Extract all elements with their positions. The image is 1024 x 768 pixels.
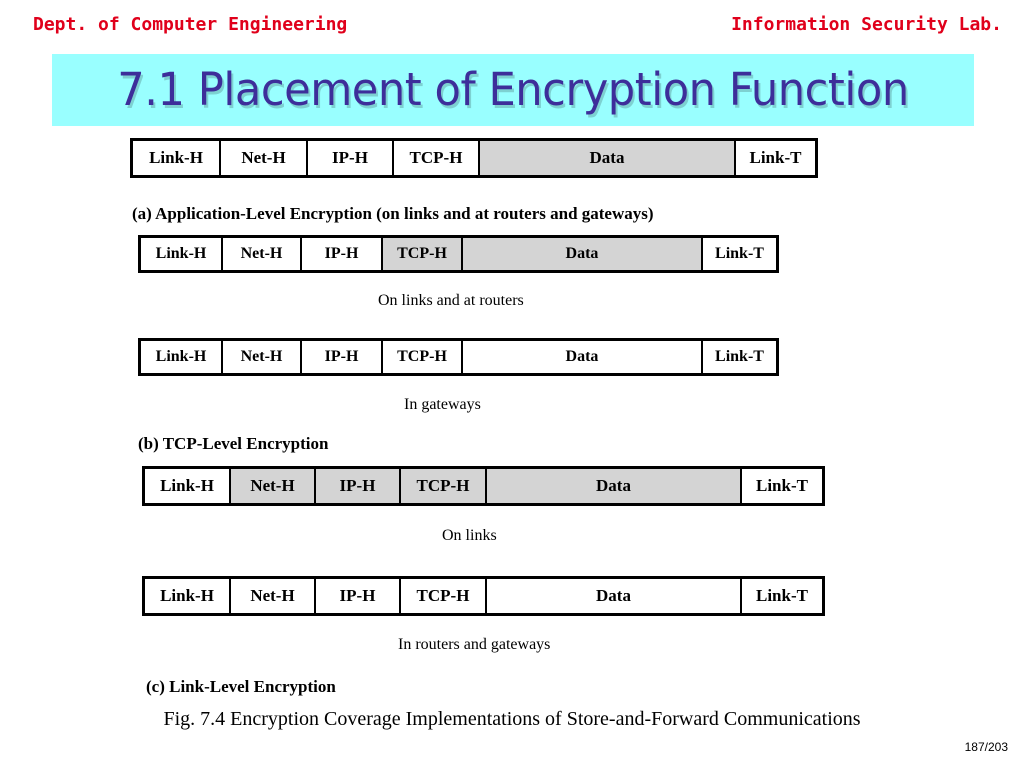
field-ip-h: IP-H [316,579,401,613]
header-department: Dept. of Computer Engineering [33,14,348,35]
field-net-h: Net-H [231,579,316,613]
slide-title: 7.1 Placement of Encryption Function [117,63,909,116]
packet-link-level-routers: Link-H Net-H IP-H TCP-H Data Link-T [142,576,825,616]
field-net-h: Net-H [223,238,302,270]
caption-links-routers: On links and at routers [378,292,524,309]
caption-links: On links [442,527,497,544]
field-link-t: Link-T [715,245,764,262]
field-tcp-h: TCP-H [394,141,480,175]
slide-title-shadow: 7.1 Placement of Encryption Function [119,66,911,119]
field-net-h: Net-H [223,341,302,373]
field-data: Data [480,141,736,175]
caption-gateways: In gateways [404,396,481,413]
field-tcp-h: TCP-H [401,579,487,613]
field-data: Data [487,469,742,503]
field-link-t: Link-T [756,586,808,605]
section-b-label: (b) TCP-Level Encryption [138,434,329,453]
field-net-h: Net-H [231,469,316,503]
section-c-label: (c) Link-Level Encryption [146,677,336,696]
field-tcp-h: TCP-H [383,238,463,270]
field-link-h: Link-H [145,579,231,613]
field-data: Data [463,238,703,270]
packet-tcp-level-gateways: Link-H Net-H IP-H TCP-H Data Link-T [138,338,779,376]
field-link-h: Link-H [133,141,221,175]
field-ip-h: IP-H [316,469,401,503]
caption-routers-gateways: In routers and gateways [398,636,551,653]
field-link-t: Link-T [756,476,808,495]
field-link-t: Link-T [715,348,764,365]
field-link-h: Link-H [145,469,231,503]
field-ip-h: IP-H [308,141,394,175]
field-link-h: Link-H [141,341,223,373]
field-link-h: Link-H [141,238,223,270]
packet-app-level: Link-H Net-H IP-H TCP-H Data Link-T [130,138,818,178]
field-tcp-h: TCP-H [401,469,487,503]
field-ip-h: IP-H [302,341,383,373]
packet-link-level-links: Link-H Net-H IP-H TCP-H Data Link-T [142,466,825,506]
figure-caption: Fig. 7.4 Encryption Coverage Implementat… [163,708,861,730]
field-link-t: Link-T [749,148,802,167]
header-lab: Information Security Lab. [731,14,1002,35]
field-ip-h: IP-H [302,238,383,270]
title-bar: 7.1 Placement of Encryption Function 7.1… [52,54,974,126]
field-net-h: Net-H [221,141,308,175]
page-number: 187/203 [964,740,1008,754]
section-a-label: (a) Application-Level Encryption (on lin… [132,204,654,223]
field-data: Data [463,341,703,373]
field-data: Data [487,579,742,613]
packet-tcp-level-links: Link-H Net-H IP-H TCP-H Data Link-T [138,235,779,273]
field-tcp-h: TCP-H [383,341,463,373]
